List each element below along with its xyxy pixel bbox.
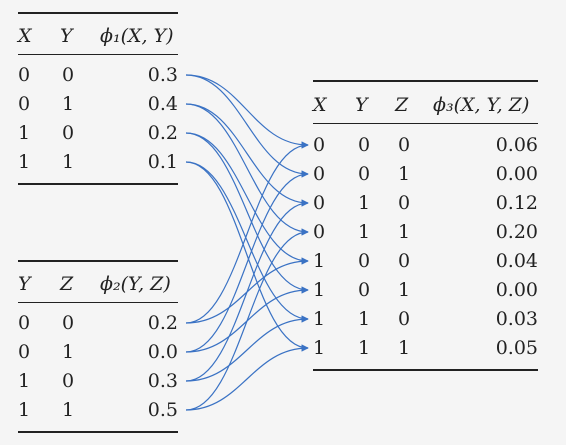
wire-phi2-0-to-phi3-0 (185, 141, 309, 324)
phi3-r1-y: 0 (358, 163, 371, 185)
wire-phi1-2-to-phi3-5 (185, 132, 309, 294)
phi3-r0-val: 0.06 (495, 134, 538, 156)
phi1-r3-x: 1 (18, 151, 31, 173)
phi1-header-phi: ϕ₁(X, Y) (100, 25, 174, 47)
phi1-r1-x: 0 (18, 93, 31, 115)
phi3-top-rule (313, 80, 538, 82)
wire-phi2-1-to-phi3-1 (185, 170, 309, 353)
phi3-r1-x: 0 (313, 163, 326, 185)
phi1-r0-y: 0 (62, 64, 75, 86)
phi3-r0-y: 0 (358, 134, 371, 156)
phi2-r2-val: 0.3 (147, 370, 178, 392)
phi3-r4-x: 1 (313, 250, 326, 272)
phi1-r2-y: 0 (62, 122, 75, 144)
phi3-header-phi: ϕ₃(X, Y, Z) (433, 94, 530, 116)
phi2-r3-y: 1 (18, 399, 31, 421)
phi3-r0-z: 0 (398, 134, 411, 156)
phi2-mid-rule (18, 302, 178, 303)
phi3-r1-z: 1 (398, 163, 411, 185)
phi3-r5-y: 0 (358, 279, 371, 301)
phi3-r2-z: 0 (398, 192, 411, 214)
phi3-r2-y: 1 (358, 192, 371, 214)
phi1-mid-rule (18, 54, 178, 55)
phi3-r7-x: 1 (313, 337, 326, 359)
phi2-r3-z: 1 (62, 399, 75, 421)
phi3-r6-val: 0.03 (495, 308, 538, 330)
phi3-r3-z: 1 (398, 221, 411, 243)
phi3-header-z: Z (395, 94, 409, 116)
phi2-header-z: Z (60, 273, 74, 295)
phi1-bottom-rule (18, 183, 178, 185)
wire-phi1-0-to-phi3-0 (185, 74, 309, 149)
phi3-r4-z: 0 (398, 250, 411, 272)
phi3-r2-val: 0.12 (495, 192, 538, 214)
phi3-r6-y: 1 (358, 308, 371, 330)
phi3-bottom-rule (313, 369, 538, 371)
phi1-r3-y: 1 (62, 151, 75, 173)
phi1-r1-val: 0.4 (147, 93, 178, 115)
phi3-mid-rule (313, 123, 538, 124)
phi2-r2-z: 0 (62, 370, 75, 392)
wire-phi1-3-to-phi3-6 (185, 161, 309, 323)
wire-phi2-3-to-phi3-3 (185, 228, 309, 411)
wire-phi1-1-to-phi3-3 (185, 103, 309, 236)
phi3-r5-z: 1 (398, 279, 411, 301)
wire-phi1-3-to-phi3-7 (185, 161, 309, 352)
phi1-r3-val: 0.1 (147, 151, 178, 173)
phi3-r5-x: 1 (313, 279, 326, 301)
phi3-header-x: X (313, 94, 327, 116)
phi1-r0-val: 0.3 (147, 64, 178, 86)
wire-phi2-3-to-phi3-7 (185, 344, 309, 411)
phi1-r2-x: 1 (18, 122, 31, 144)
phi3-r5-val: 0.00 (495, 279, 538, 301)
phi2-r0-y: 0 (18, 312, 31, 334)
phi2-header-y: Y (18, 273, 31, 295)
phi3-r4-val: 0.04 (495, 250, 538, 272)
phi2-header-phi: ϕ₂(Y, Z) (100, 273, 171, 295)
wire-phi1-1-to-phi3-2 (185, 103, 309, 207)
phi3-r6-z: 0 (398, 308, 411, 330)
phi1-header-x: X (18, 25, 32, 47)
phi1-top-rule (18, 12, 178, 14)
phi3-r4-y: 0 (358, 250, 371, 272)
phi2-top-rule (18, 260, 178, 262)
phi2-r1-y: 0 (18, 341, 31, 363)
phi3-r6-x: 1 (313, 308, 326, 330)
phi1-r0-x: 0 (18, 64, 31, 86)
phi3-r7-z: 1 (398, 337, 411, 359)
phi2-bottom-rule (18, 431, 178, 433)
phi2-r2-y: 1 (18, 370, 31, 392)
phi2-r1-z: 1 (62, 341, 75, 363)
phi3-r2-x: 0 (313, 192, 326, 214)
phi3-header-y: Y (355, 94, 368, 116)
phi3-r3-val: 0.20 (495, 221, 538, 243)
wire-phi1-0-to-phi3-1 (185, 74, 309, 178)
wire-phi1-2-to-phi3-4 (185, 132, 309, 265)
phi3-r7-val: 0.05 (495, 337, 538, 359)
wire-phi2-2-to-phi3-2 (185, 199, 309, 382)
phi3-r1-val: 0.00 (495, 163, 538, 185)
phi2-r0-val: 0.2 (147, 312, 178, 334)
phi2-r1-val: 0.0 (147, 341, 178, 363)
phi2-r3-val: 0.5 (147, 399, 178, 421)
phi3-r7-y: 1 (358, 337, 371, 359)
phi3-r3-y: 1 (358, 221, 371, 243)
phi2-r0-z: 0 (62, 312, 75, 334)
phi1-header-y: Y (60, 25, 73, 47)
phi3-r3-x: 0 (313, 221, 326, 243)
phi3-r0-x: 0 (313, 134, 326, 156)
phi1-r2-val: 0.2 (147, 122, 178, 144)
phi1-r1-y: 1 (62, 93, 75, 115)
wire-phi2-2-to-phi3-6 (185, 315, 309, 382)
